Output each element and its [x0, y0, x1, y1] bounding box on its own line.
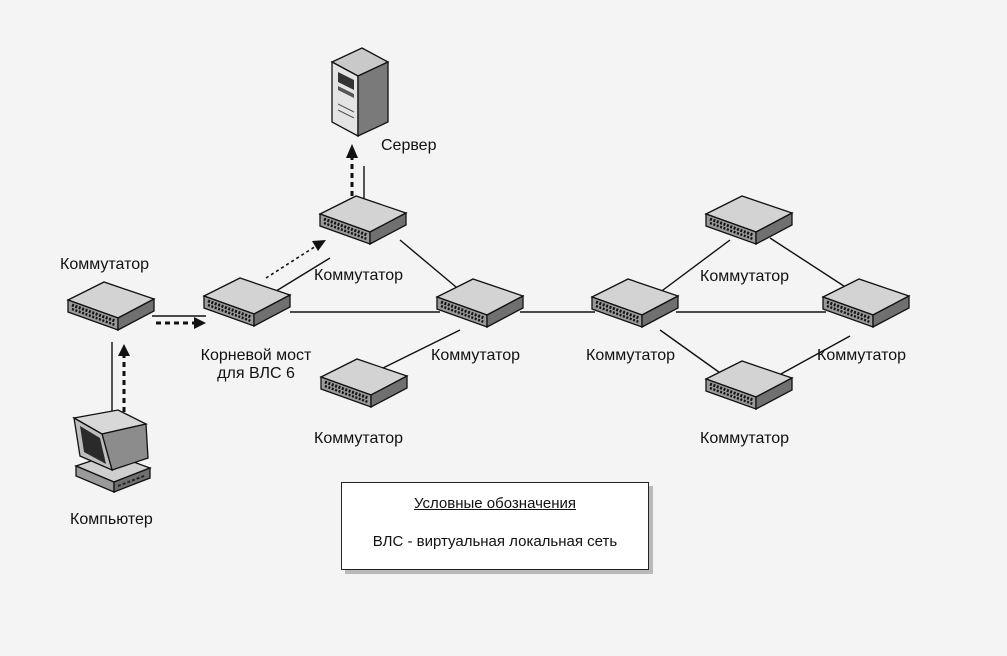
switch-right-bottom-icon: [704, 359, 794, 411]
switch-top-label: Коммутатор: [314, 267, 404, 284]
legend-item: ВЛС - виртуальная локальная сеть: [372, 533, 618, 550]
switch-center-icon: [435, 277, 525, 329]
arrow-root-to-switch-top: [265, 245, 317, 279]
link-switch-top-center: [399, 239, 463, 293]
link-center-bottom: [382, 329, 461, 369]
switch-left-label: Коммутатор: [60, 256, 150, 273]
server-label: Сервер: [381, 137, 437, 154]
switch-right-top-label: Коммутатор: [700, 268, 790, 285]
legend-title: Условные обозначения: [413, 495, 577, 512]
switch-bottom-label: Коммутатор: [314, 430, 404, 447]
links: [111, 166, 851, 414]
switch-center-label: Коммутатор: [431, 347, 521, 364]
switch-far-right-label: Коммутатор: [817, 347, 907, 364]
server-icon: [330, 47, 390, 138]
switch-right-top-icon: [704, 194, 794, 246]
link-righthub-rightbottom: [659, 329, 731, 381]
switch-right-hub-icon: [590, 277, 680, 329]
switch-far-right-icon: [821, 277, 911, 329]
switch-right-hub-label: Коммутатор: [586, 347, 676, 364]
root-bridge-label-line1: Корневой мост: [200, 347, 312, 364]
computer-icon: [72, 409, 152, 493]
root-bridge-label-line2: для ВЛС 6: [217, 365, 295, 382]
link-righthub-righttop: [654, 239, 731, 297]
computer-label: Компьютер: [70, 511, 153, 528]
link-root-switch-top: [267, 257, 331, 297]
path-arrows: [118, 144, 358, 412]
switch-right-bottom-label: Коммутатор: [700, 430, 790, 447]
root-bridge-icon: [202, 276, 292, 328]
switch-bottom-icon: [319, 357, 409, 409]
switch-top-icon: [318, 194, 408, 246]
link-righttop-farright: [769, 237, 851, 291]
switch-left-icon: [66, 280, 156, 332]
link-rightbottom-farright: [769, 335, 851, 381]
legend-box: Условные обозначения ВЛС - виртуальная л…: [341, 482, 649, 570]
